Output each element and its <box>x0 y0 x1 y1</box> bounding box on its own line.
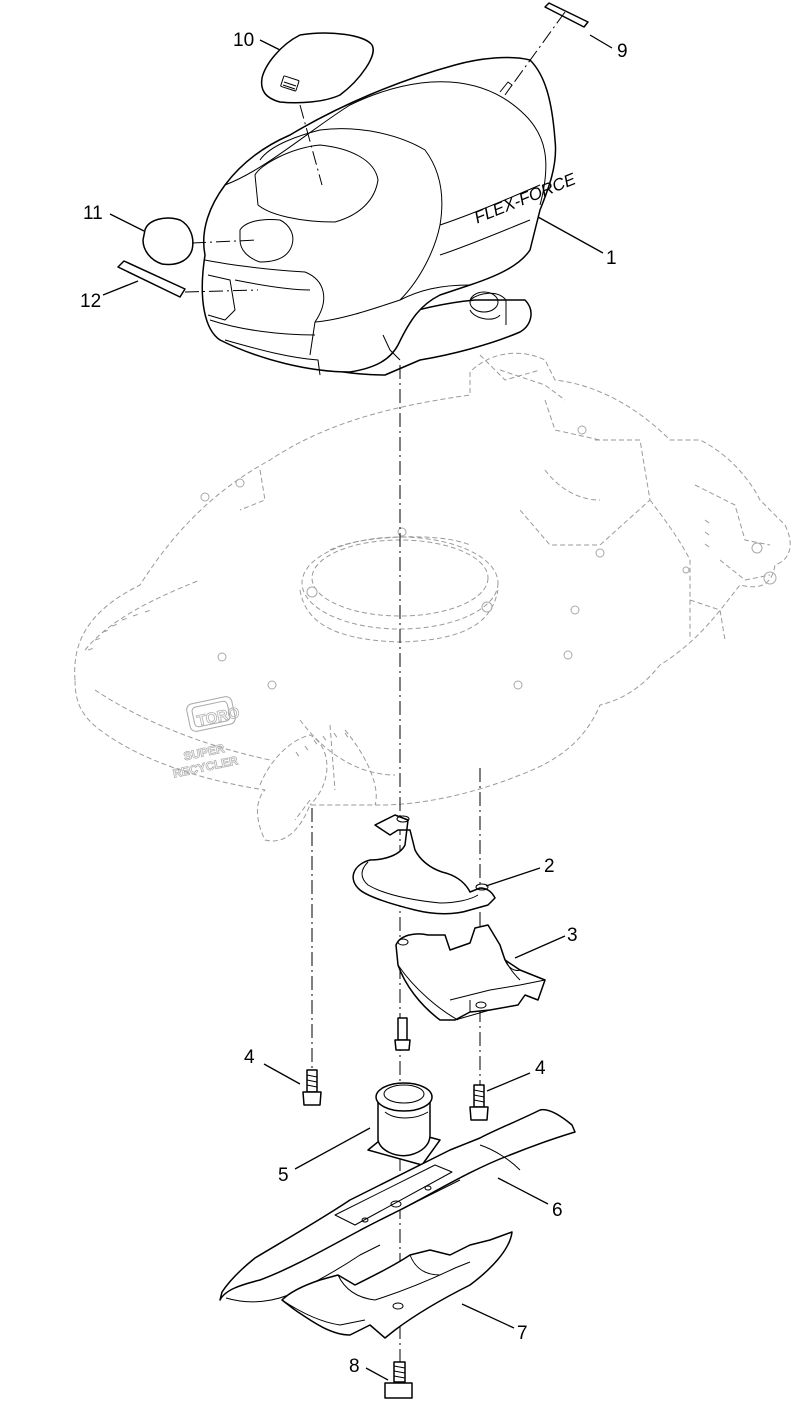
callout-8: 8 <box>349 1356 360 1377</box>
decal-strip-part-12 <box>117 260 186 298</box>
callout-4-left: 4 <box>244 1047 255 1068</box>
decal-part-9 <box>544 2 589 28</box>
callout-2: 2 <box>544 856 555 877</box>
mower-deck-phantom: TORO SUPER RECYCLER <box>74 352 791 842</box>
baffle-bracket-part-2 <box>352 814 496 915</box>
bolt-part-4-left <box>302 1069 322 1106</box>
engine-cover-part-1: FLEX-FORCE <box>201 56 579 376</box>
callout-5: 5 <box>278 1165 289 1186</box>
callout-11: 11 <box>83 203 103 224</box>
baffle-part-3 <box>395 924 546 1021</box>
callout-10: 10 <box>233 30 254 51</box>
callout-9: 9 <box>617 41 628 62</box>
callout-12: 12 <box>80 291 101 312</box>
decal-part-10 <box>260 32 374 104</box>
blade-adapter-part-5 <box>367 1082 441 1166</box>
decal-part-11 <box>142 217 194 266</box>
callout-numbers: 1 2 3 4 4 5 6 7 8 9 10 11 12 <box>80 30 628 1377</box>
bolt-center <box>394 1017 411 1051</box>
bolt-part-4-right <box>469 1084 489 1121</box>
callout-7: 7 <box>517 1323 528 1344</box>
leader-lines <box>102 34 613 1381</box>
callout-1: 1 <box>606 248 617 269</box>
blade-bolt-part-8 <box>384 1361 413 1399</box>
blade-plate-part-7 <box>281 1231 513 1339</box>
callout-4-right: 4 <box>535 1058 546 1079</box>
callout-3: 3 <box>567 925 578 946</box>
deck-brand-text: TORO <box>195 704 241 730</box>
callout-6: 6 <box>552 1200 563 1221</box>
